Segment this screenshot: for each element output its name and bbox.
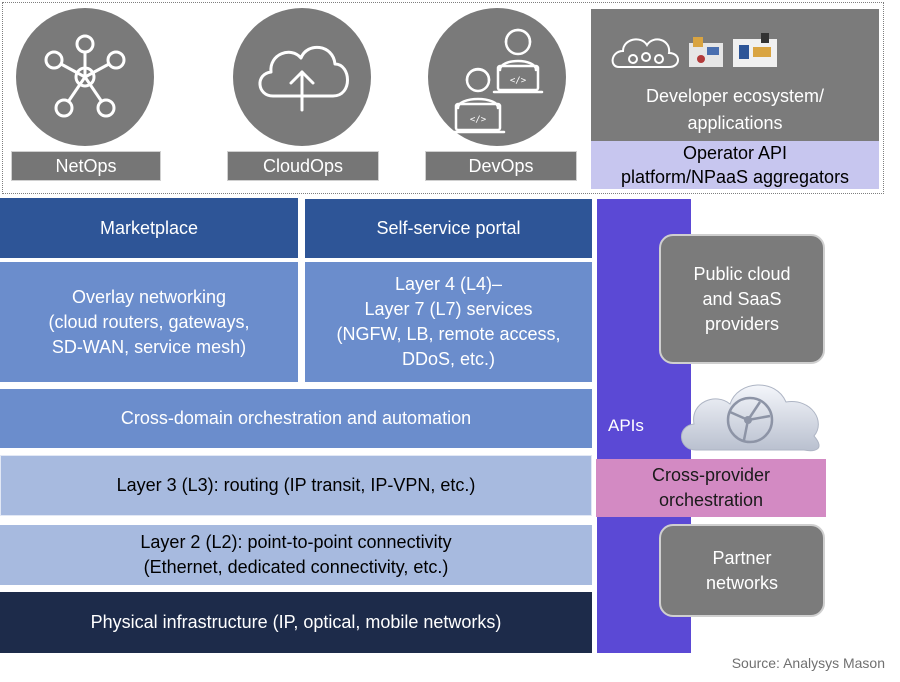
svg-text:</>: </>: [510, 76, 527, 86]
netops-label: NetOps: [11, 151, 161, 181]
operator-api-platform: Operator API platform/NPaaS aggregators: [591, 141, 879, 189]
overlay-networking-block: Overlay networking (cloud routers, gatew…: [0, 262, 298, 382]
layer-3-routing-block: Layer 3 (L3): routing (IP transit, IP-VP…: [0, 455, 592, 516]
marketplace-block: Marketplace: [0, 198, 298, 258]
developer-ecosystem-box: [591, 9, 879, 141]
partner-networks-card: Partner networks: [659, 524, 825, 617]
public-cloud-card: Public cloud and SaaS providers: [659, 234, 825, 364]
ops-frame: [2, 2, 884, 194]
ecosystem-icons: [611, 33, 777, 68]
cloud-upload-icon: [233, 8, 371, 146]
network-nodes-icon: [16, 8, 154, 146]
developer-ecosystem-label: Developer ecosystem/ applications: [645, 86, 825, 133]
layer-2-connectivity-block: Layer 2 (L2): point-to-point connectivit…: [0, 525, 592, 585]
developers-icon: </> </>: [428, 8, 566, 146]
self-service-portal-block: Self-service portal: [305, 199, 592, 258]
cross-domain-orchestration-block: Cross-domain orchestration and automatio…: [0, 389, 592, 448]
cloudops-label: CloudOps: [227, 151, 379, 181]
cross-provider-orchestration: Cross-provider orchestration: [596, 459, 826, 517]
devops-label: DevOps: [425, 151, 577, 181]
l4-l7-services-block: Layer 4 (L4)– Layer 7 (L7) services (NGF…: [305, 262, 592, 382]
apis-label: APIs: [608, 416, 644, 435]
source-note: Source: Analysys Mason: [731, 655, 885, 671]
cloud-orchestration-icon: [681, 384, 820, 452]
svg-text:</>: </>: [470, 115, 487, 125]
physical-infrastructure-block: Physical infrastructure (IP, optical, mo…: [0, 592, 592, 653]
